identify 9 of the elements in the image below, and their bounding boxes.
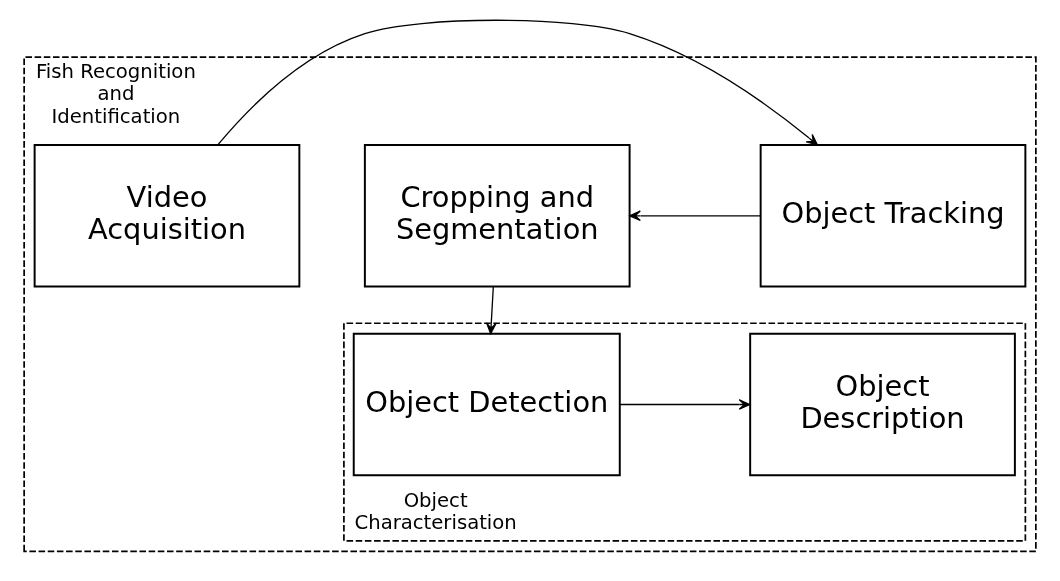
- node-box: Cropping and Segmentation: [363, 143, 631, 288]
- node-box: Object Detection: [352, 332, 621, 476]
- arrow: [619, 398, 751, 410]
- arrow: [217, 19, 818, 145]
- node-box: Object Tracking: [759, 143, 1027, 288]
- arrow: [629, 209, 762, 221]
- arrow: [485, 285, 497, 334]
- node-box: Video Acquisition: [33, 143, 301, 288]
- node-box: Object Description: [749, 332, 1016, 476]
